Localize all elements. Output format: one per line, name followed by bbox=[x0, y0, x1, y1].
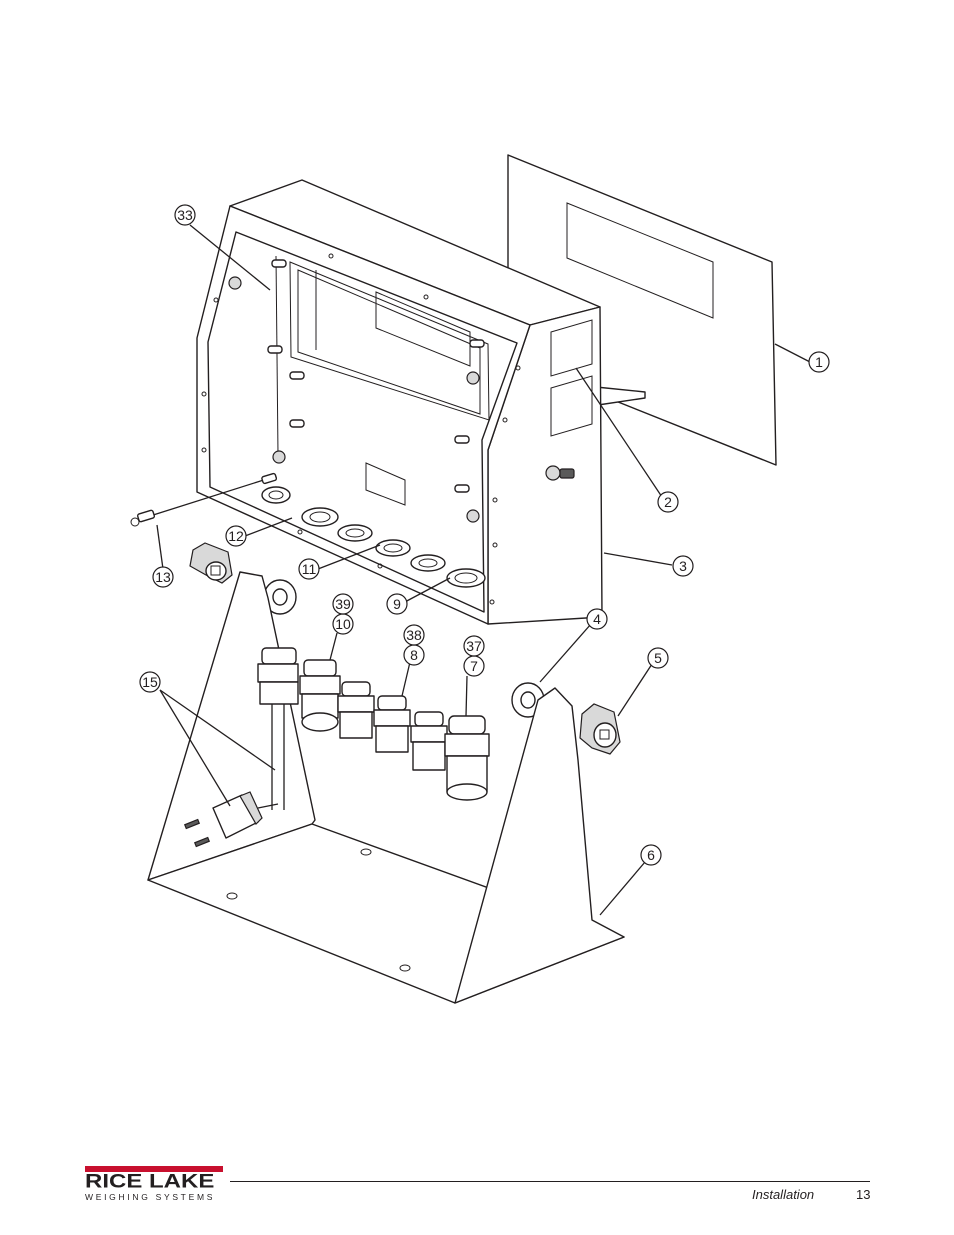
callout-label: 5 bbox=[654, 650, 662, 666]
callout-38: 38 bbox=[403, 624, 425, 646]
callout-12: 12 bbox=[225, 525, 247, 547]
callout-label: 8 bbox=[410, 647, 418, 663]
callout-label: 13 bbox=[155, 569, 171, 585]
callout-label: 12 bbox=[228, 528, 244, 544]
rice-lake-logo: RICE LAKE WEIGHING SYSTEMS bbox=[85, 1166, 223, 1202]
cord-grip-power bbox=[257, 647, 299, 810]
cord-grip-7 bbox=[444, 715, 490, 801]
callout-3: 3 bbox=[672, 555, 694, 577]
callout-9: 9 bbox=[386, 593, 408, 615]
callout-label: 33 bbox=[177, 207, 193, 223]
callout-label: 4 bbox=[593, 611, 601, 627]
logo-wordmark: RICE LAKE bbox=[85, 1170, 215, 1193]
callout-label: 38 bbox=[406, 627, 422, 643]
wing-knob-right bbox=[579, 703, 621, 755]
callout-label: 1 bbox=[815, 354, 823, 370]
callout-11: 11 bbox=[298, 558, 320, 580]
callout-8: 8 bbox=[403, 644, 425, 666]
cord-grip-small-b bbox=[410, 711, 448, 771]
callout-label: 11 bbox=[302, 561, 317, 577]
enclosure bbox=[130, 179, 603, 625]
callout-13: 13 bbox=[152, 566, 174, 588]
cord-grip-nuts bbox=[261, 486, 486, 588]
page-number: 13 bbox=[856, 1187, 871, 1202]
logo-red-bar bbox=[85, 1166, 223, 1172]
callout-label: 7 bbox=[470, 658, 478, 674]
washers bbox=[263, 579, 545, 718]
callout-label: 10 bbox=[335, 616, 351, 632]
cord-grip-small-a bbox=[337, 681, 375, 739]
callout-7: 7 bbox=[463, 655, 485, 677]
callout-10: 10 bbox=[332, 613, 354, 635]
callout-1: 1 bbox=[808, 351, 830, 373]
callout-label: 9 bbox=[393, 596, 401, 612]
callout-15: 15 bbox=[139, 671, 161, 693]
cord-grip-10 bbox=[299, 659, 341, 732]
callout-label: 2 bbox=[664, 494, 672, 510]
callout-label: 37 bbox=[466, 638, 482, 654]
callout-label: 15 bbox=[142, 674, 158, 690]
logo-subtitle: WEIGHING SYSTEMS bbox=[85, 1192, 216, 1202]
callout-5: 5 bbox=[647, 647, 669, 669]
leader-lines bbox=[156, 224, 811, 916]
callout-6: 6 bbox=[640, 844, 662, 866]
cord-grips bbox=[257, 647, 490, 810]
callout-33: 33 bbox=[174, 204, 196, 226]
callout-39: 39 bbox=[332, 593, 354, 615]
power-plug bbox=[183, 791, 279, 848]
callout-4: 4 bbox=[586, 608, 608, 630]
callout-37: 37 bbox=[463, 635, 485, 657]
wing-knob-left bbox=[189, 542, 233, 584]
callout-label: 39 bbox=[335, 596, 351, 612]
callout-2: 2 bbox=[657, 491, 679, 513]
callout-label: 3 bbox=[679, 558, 687, 574]
cord-grip-8 bbox=[373, 695, 411, 753]
footer-rule bbox=[230, 1181, 870, 1182]
callout-label: 6 bbox=[647, 847, 655, 863]
section-label: Installation bbox=[752, 1187, 815, 1202]
